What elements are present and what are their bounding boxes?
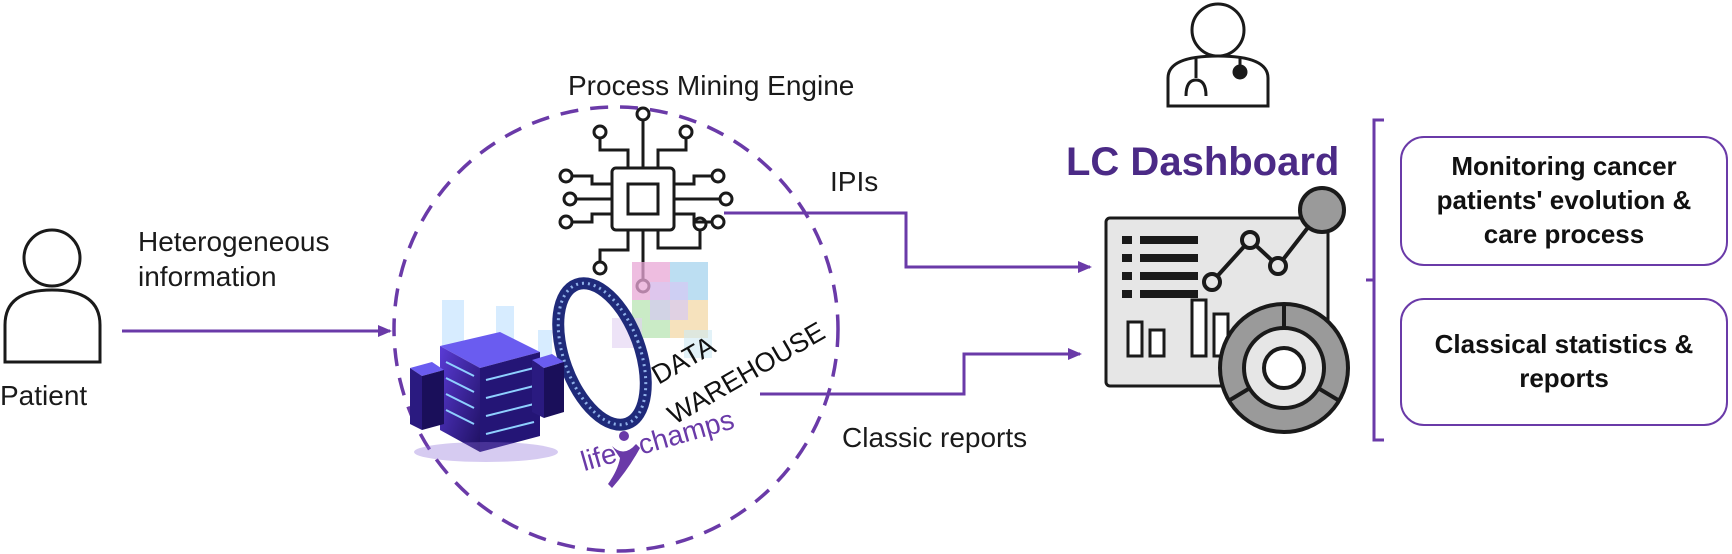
chip-icon — [558, 106, 734, 294]
lifechamps-logo-figure — [608, 431, 640, 488]
dashboard-title: LC Dashboard — [1066, 140, 1340, 184]
patient-icon — [3, 228, 102, 364]
outputs-bracket — [1366, 118, 1384, 442]
doctor-icon — [1166, 2, 1270, 108]
dashboard-icon — [1104, 186, 1350, 434]
input-flow-label: Heterogeneous information — [138, 226, 330, 292]
portal-ring-graphic — [552, 277, 652, 431]
server-rack-icon — [410, 332, 564, 462]
output-box-monitoring-text: Monitoring cancer patients' evolution & … — [1436, 151, 1692, 249]
data-cube-graphic — [612, 262, 712, 358]
output-box-statistics: Classical statistics & reports — [1400, 298, 1728, 426]
engine-circle — [392, 105, 840, 553]
ipis-arrow — [724, 211, 1092, 273]
patient-label: Patient — [0, 380, 88, 411]
ipis-label: IPIs — [830, 166, 879, 197]
engine-title: Process Mining Engine — [568, 70, 855, 101]
output-box-statistics-text: Classical statistics & reports — [1434, 329, 1694, 393]
reports-label: Classic reports — [842, 422, 1028, 453]
reports-arrow — [760, 348, 1082, 396]
output-box-monitoring: Monitoring cancer patients' evolution & … — [1400, 136, 1728, 266]
